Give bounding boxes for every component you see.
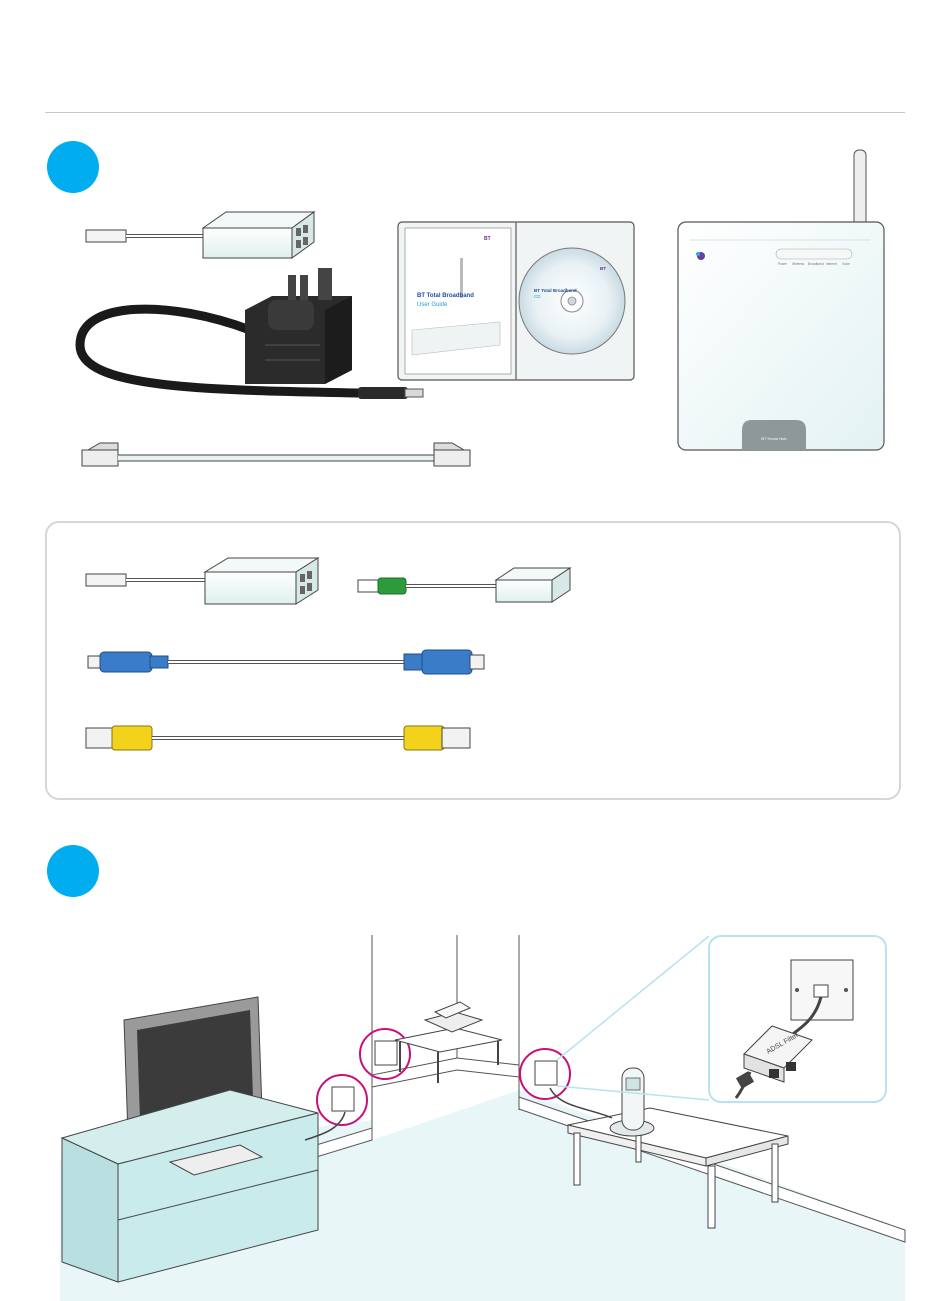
dvd-disc-brand: BT xyxy=(600,266,606,271)
power-adaptor-item xyxy=(80,268,423,399)
hub-light-wireless: Wireless xyxy=(792,262,805,266)
dvd-case-item: BT Total Broadband User Guide BT BT Tota… xyxy=(398,222,634,380)
fax-wall-socket-callout xyxy=(360,1029,410,1079)
hub-light-broadband: Broadband xyxy=(808,262,824,266)
hub-light-power: Power xyxy=(778,262,788,266)
cordless-phone xyxy=(610,1068,654,1136)
dvd-disc-subtitle: CD xyxy=(534,294,541,299)
extra-adsl-filter-item xyxy=(86,558,318,604)
extras-illustration xyxy=(45,521,901,800)
adsl-filter-item xyxy=(86,212,314,258)
usb-cable-item xyxy=(88,650,484,674)
box-contents-illustration: BT Total Broadband User Guide BT BT Tota… xyxy=(0,140,950,480)
header-rule xyxy=(45,112,905,113)
room-setup-illustration: ADSL Filter xyxy=(0,920,950,1301)
phone-cable-item xyxy=(82,443,470,466)
filter-inset: ADSL Filter xyxy=(709,936,886,1102)
hub-light-internet: Internet xyxy=(826,262,837,266)
home-hub-item: Power Wireless Broadband Internet Voice … xyxy=(678,150,884,450)
dvd-booklet-title: BT Total Broadband xyxy=(417,293,474,299)
green-plug-adaptor-item xyxy=(358,568,570,602)
step-2-marker xyxy=(47,845,99,897)
ethernet-cable-item xyxy=(86,726,470,750)
dvd-booklet-brand: BT xyxy=(484,236,491,242)
dvd-disc-title: BT Total Broadband xyxy=(534,288,577,293)
dvd-booklet-subtitle: User Guide xyxy=(417,302,448,308)
hub-front-label: BT Home Hub xyxy=(761,436,787,441)
hub-light-voice: Voice xyxy=(842,262,850,266)
phone-wall-socket-callout xyxy=(520,1049,570,1099)
